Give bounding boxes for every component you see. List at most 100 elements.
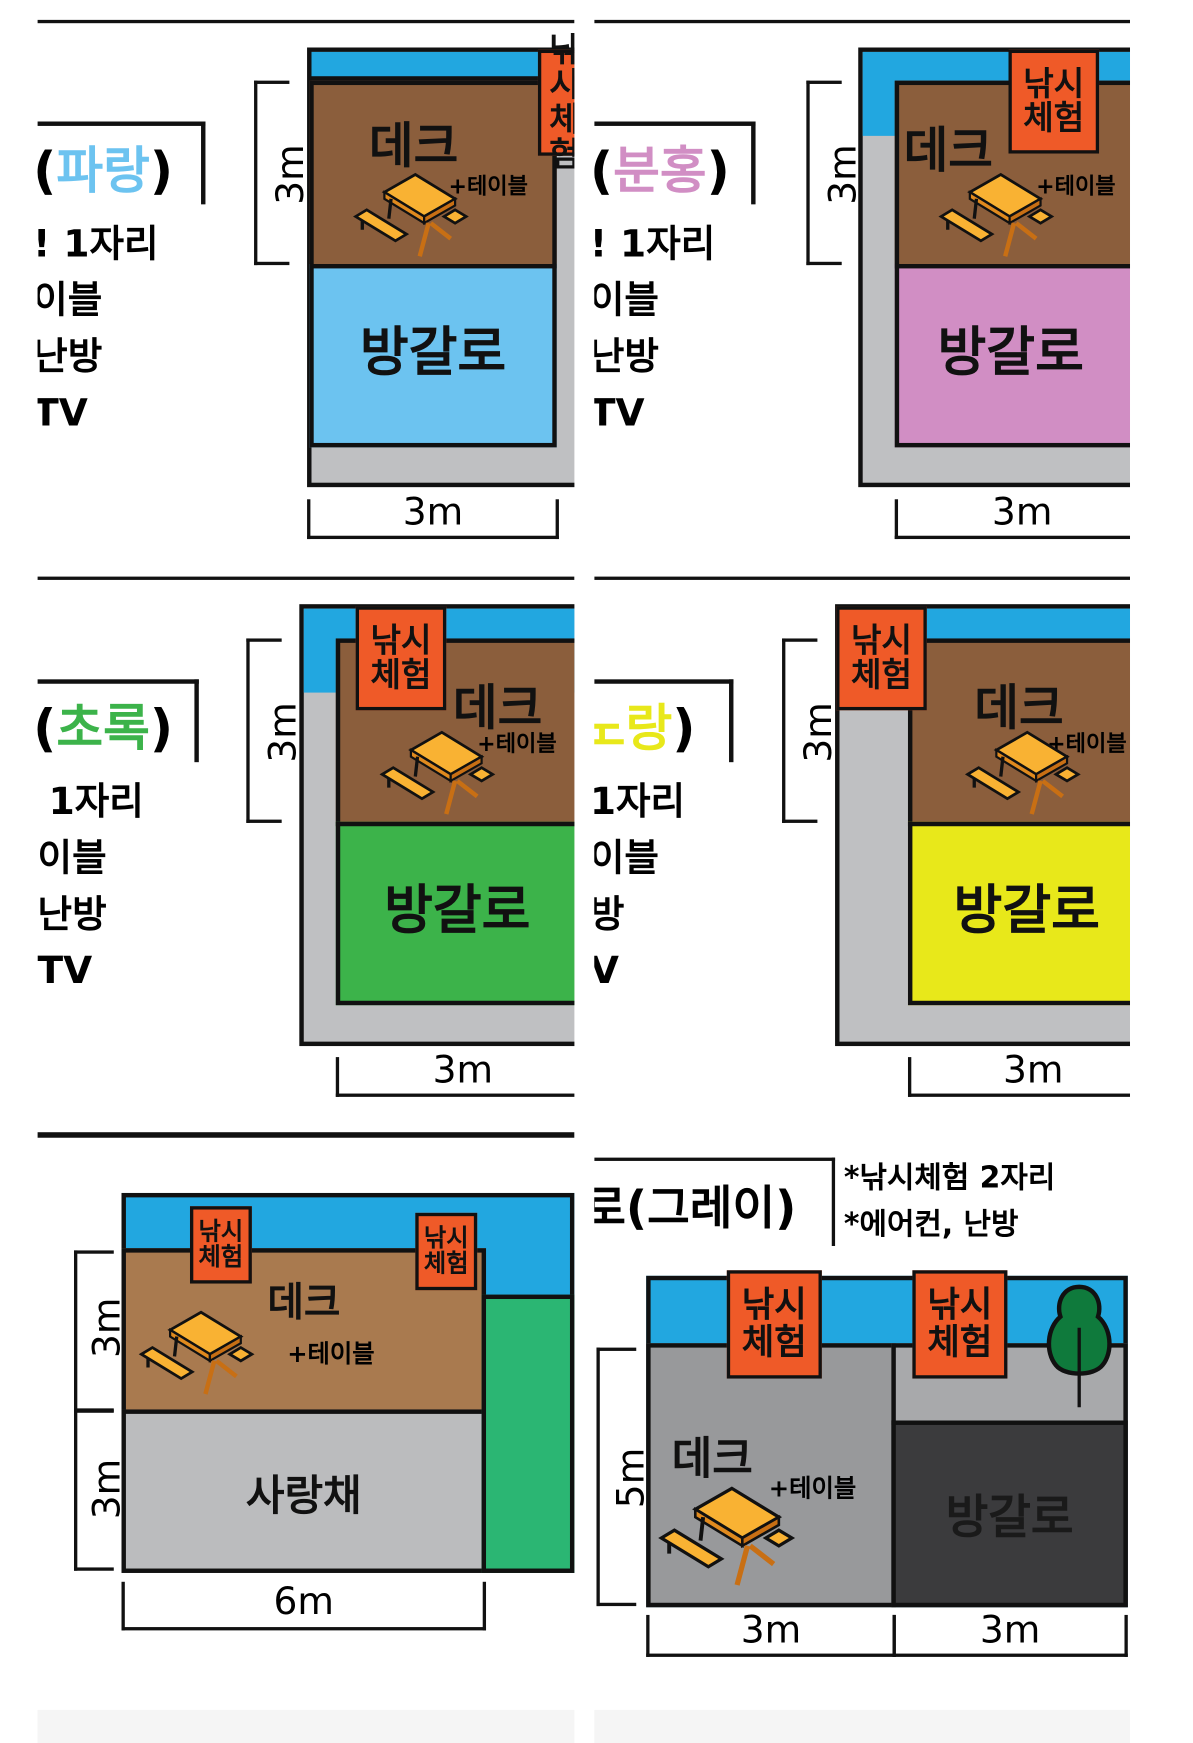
fishing-label: 낚시 — [546, 33, 574, 103]
fishing-label: 낚시 — [198, 1218, 244, 1246]
picnic-table-icon — [937, 168, 1059, 261]
picnic-table-icon — [963, 726, 1085, 819]
title-color-word: 초록 — [56, 698, 150, 758]
dimension-bracket-vertical — [806, 80, 842, 266]
site-panel-blue: (파랑) ! 1자리 이블 난방 TV 3m 데크 +테이블 방갈로 낚시체험 … — [37, 0, 575, 552]
title-paren: ( — [594, 140, 613, 200]
feature-item: 난방 — [37, 892, 107, 937]
dimension-label: 3m — [991, 490, 1053, 535]
grass-area — [481, 1294, 575, 1573]
title-paren: ( — [38, 698, 57, 758]
divider — [594, 576, 1131, 580]
feature-item: TV — [37, 391, 88, 436]
title-bracket — [594, 121, 756, 205]
bungalow-label: 방갈로 — [953, 879, 1100, 942]
bungalow-area — [907, 821, 1131, 1006]
feature-list: ! 1자리 이블 난방 TV — [38, 217, 159, 442]
deck-label: 데크 — [452, 680, 543, 737]
title-bracket — [594, 679, 734, 763]
feature-item: 이블 — [594, 836, 659, 881]
bungalow-label: 방갈로 — [384, 879, 531, 942]
dimension-label: 3m — [979, 1608, 1041, 1653]
dimension-bracket-vertical — [596, 1347, 637, 1607]
water-area — [311, 51, 575, 81]
dimension-label: 3m — [85, 1458, 130, 1520]
title-paren: ) — [706, 140, 730, 200]
deck-label: 데크 — [267, 1280, 341, 1326]
divider — [594, 19, 1131, 24]
tree-icon — [1046, 1284, 1112, 1408]
feature-item: 난방 — [594, 334, 659, 379]
dimension-bracket-horizontal — [307, 499, 559, 540]
fishing-label: 체험 — [423, 1250, 469, 1279]
fishing-badge: 낚시체험 — [537, 33, 575, 172]
dimension-bracket-vertical — [254, 80, 290, 266]
dimension-label: 6m — [273, 1579, 335, 1624]
divider — [37, 576, 575, 580]
site-title: 로(그레이) — [594, 1180, 797, 1235]
site-panel-pink: (분홍) ! 1자리 이블 난방 TV 3m 데크 +테이블 방갈로 낚시체험 … — [594, 0, 1131, 552]
deck-label: 데크 — [671, 1433, 753, 1485]
table-note: +테이블 — [448, 172, 528, 199]
fishing-label: 체험 — [927, 1321, 993, 1364]
feature-list: 1자리 이블 방 V — [594, 774, 685, 999]
title-paren: ( — [38, 140, 57, 200]
dimension-label: 3m — [740, 1608, 802, 1653]
feature-item: TV — [37, 948, 93, 994]
bungalow-label: 방갈로 — [359, 321, 507, 384]
dimension-label: 3m — [85, 1297, 130, 1358]
picnic-table-icon — [378, 726, 500, 819]
dimension-label: 3m — [1002, 1048, 1064, 1093]
fishing-label: 낚시 — [927, 1283, 993, 1326]
dimension-bracket-horizontal — [907, 1057, 1131, 1097]
feature-list: 1자리 이블 난방 TV — [38, 774, 144, 999]
feature-item: TV — [594, 391, 645, 436]
feature-item: V — [594, 943, 685, 999]
picnic-table-icon — [137, 1306, 259, 1399]
fishing-label: 체험 — [850, 656, 912, 695]
site-title: (파랑) — [38, 130, 174, 203]
title-bracket — [37, 679, 199, 763]
divider — [37, 1132, 575, 1138]
feature-item: 이블 — [37, 278, 103, 323]
dimension-label: 5m — [609, 1447, 654, 1509]
fishing-label: 낚시 — [1023, 64, 1085, 104]
feature-item: 난방 — [37, 334, 103, 379]
dimension-bracket-horizontal — [335, 1057, 575, 1097]
dimension-bracket-horizontal — [894, 499, 1131, 540]
fishing-label: 체험 — [198, 1243, 244, 1272]
dimension-bracket-vertical — [246, 638, 282, 823]
title-paren: ) — [672, 698, 696, 758]
feature-item: *낚시체험 2자리 — [843, 1160, 1056, 1196]
table-note: +테이블 — [477, 730, 557, 757]
feature-item: 1자리 — [594, 779, 686, 825]
bungalow-area — [891, 1420, 1128, 1608]
dimension-bracket-horizontal — [121, 1581, 487, 1631]
building-label: 사랑채 — [245, 1470, 362, 1520]
title-bracket — [37, 121, 206, 205]
title-color-word: 노랑 — [594, 698, 673, 758]
divider — [37, 19, 575, 24]
title-bracket — [594, 1157, 836, 1246]
site-title: 노랑) — [594, 688, 695, 761]
deck-label: 데크 — [368, 118, 459, 175]
fishing-label: 체험 — [741, 1321, 807, 1364]
title-paren: ) — [149, 140, 174, 200]
table-note: +테이블 — [287, 1340, 375, 1369]
title-color-word: 파랑 — [56, 140, 150, 200]
fishing-label: 체험 — [1023, 99, 1085, 139]
title-color-word: 분홍 — [613, 140, 707, 200]
picnic-table-icon — [656, 1480, 800, 1590]
feature-item: 이블 — [594, 278, 659, 323]
fishing-label: 낚시 — [423, 1224, 469, 1253]
feature-list: *낚시체험 2자리 *에어컨, 난방 — [844, 1155, 1055, 1248]
deck-label: 데크 — [903, 122, 994, 179]
site-panel-green: (초록) 1자리 이블 난방 TV 3m 데크 +테이블 방갈로 낚시체험 3m — [37, 558, 575, 1110]
footer-strip — [594, 1709, 1131, 1743]
feature-item: ! 1자리 — [37, 222, 159, 267]
bungalow-label: 방갈로 — [945, 1490, 1074, 1545]
